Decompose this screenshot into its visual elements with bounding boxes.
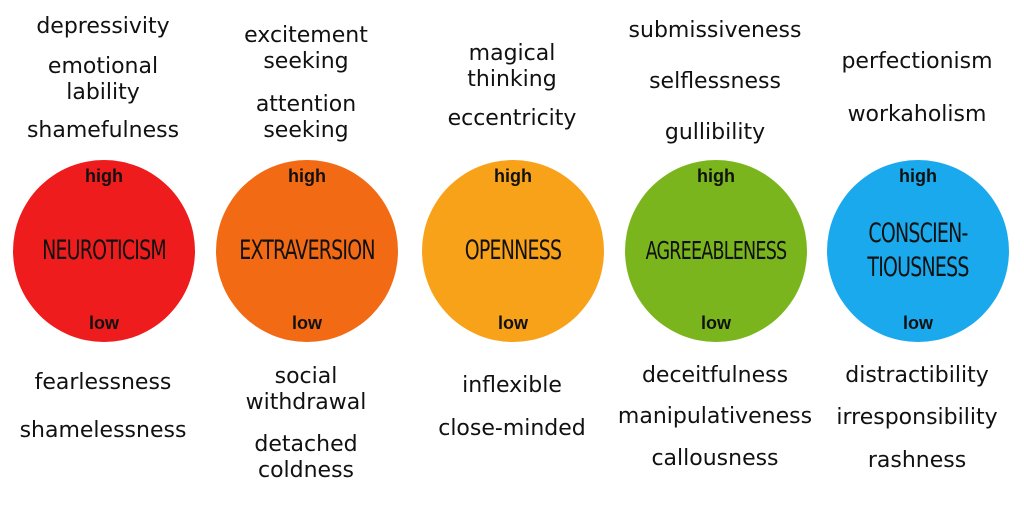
low-word: detached coldness bbox=[254, 432, 358, 483]
trait-circle: high AGREEABLENESS low bbox=[625, 160, 807, 342]
high-label: high bbox=[288, 166, 326, 186]
high-label: high bbox=[697, 166, 735, 186]
high-word: workaholism bbox=[847, 102, 987, 127]
low-word: close-minded bbox=[438, 416, 586, 441]
high-word: emotional lability bbox=[47, 54, 159, 105]
low-word: rashness bbox=[867, 448, 967, 473]
trait-name: CONSCIEN- TIOUSNESS bbox=[867, 218, 969, 283]
trait-name: AGREEABLENESS bbox=[645, 236, 788, 265]
trait-circle: high NEUROTICISM low bbox=[13, 160, 195, 342]
high-word: shamefulness bbox=[26, 118, 180, 143]
high-word: selflessness bbox=[649, 69, 781, 94]
low-label: low bbox=[903, 313, 933, 333]
high-word: eccentricity bbox=[447, 106, 577, 131]
low-word: distractibility bbox=[845, 363, 989, 388]
high-word: magical thinking bbox=[467, 41, 557, 92]
trait-circle: high OPENNESS low bbox=[422, 160, 604, 342]
trait-circle: high CONSCIEN- TIOUSNESS low bbox=[827, 160, 1009, 342]
high-word: perfectionism bbox=[841, 49, 993, 74]
high-label: high bbox=[494, 166, 532, 186]
high-word: submissiveness bbox=[628, 18, 802, 43]
low-label: low bbox=[701, 313, 731, 333]
high-label: high bbox=[85, 166, 123, 186]
trait-neuroticism: depressivity emotional lability shameful… bbox=[3, 0, 203, 512]
high-word: attention seeking bbox=[255, 92, 357, 143]
low-word: inflexible bbox=[462, 373, 562, 398]
low-word: callousness bbox=[651, 446, 779, 471]
low-word: irresponsibility bbox=[836, 405, 998, 430]
trait-agreeableness: submissiveness selflessness gullibility … bbox=[615, 0, 815, 512]
trait-name: EXTRAVERSION bbox=[239, 235, 375, 266]
high-label: high bbox=[899, 166, 937, 186]
trait-circle: high EXTRAVERSION low bbox=[216, 160, 398, 342]
trait-name: OPENNESS bbox=[464, 235, 562, 266]
low-word: shamelessness bbox=[19, 418, 187, 443]
low-label: low bbox=[292, 313, 322, 333]
low-word: manipulativeness bbox=[617, 404, 813, 429]
trait-extraversion: excitement seeking attention seeking hig… bbox=[206, 0, 406, 512]
low-label: low bbox=[498, 313, 528, 333]
high-word: gullibility bbox=[664, 120, 766, 145]
low-word: deceitfulness bbox=[641, 363, 789, 388]
trait-openness: magical thinking eccentricity high OPENN… bbox=[412, 0, 612, 512]
high-word: excitement seeking bbox=[244, 23, 368, 74]
high-word: depressivity bbox=[36, 14, 170, 39]
low-word: fearlessness bbox=[34, 370, 172, 395]
low-label: low bbox=[89, 313, 119, 333]
trait-name: NEUROTICISM bbox=[42, 235, 167, 266]
trait-conscientiousness: perfectionism workaholism high CONSCIEN-… bbox=[817, 0, 1017, 512]
low-word: social withdrawal bbox=[245, 364, 367, 415]
